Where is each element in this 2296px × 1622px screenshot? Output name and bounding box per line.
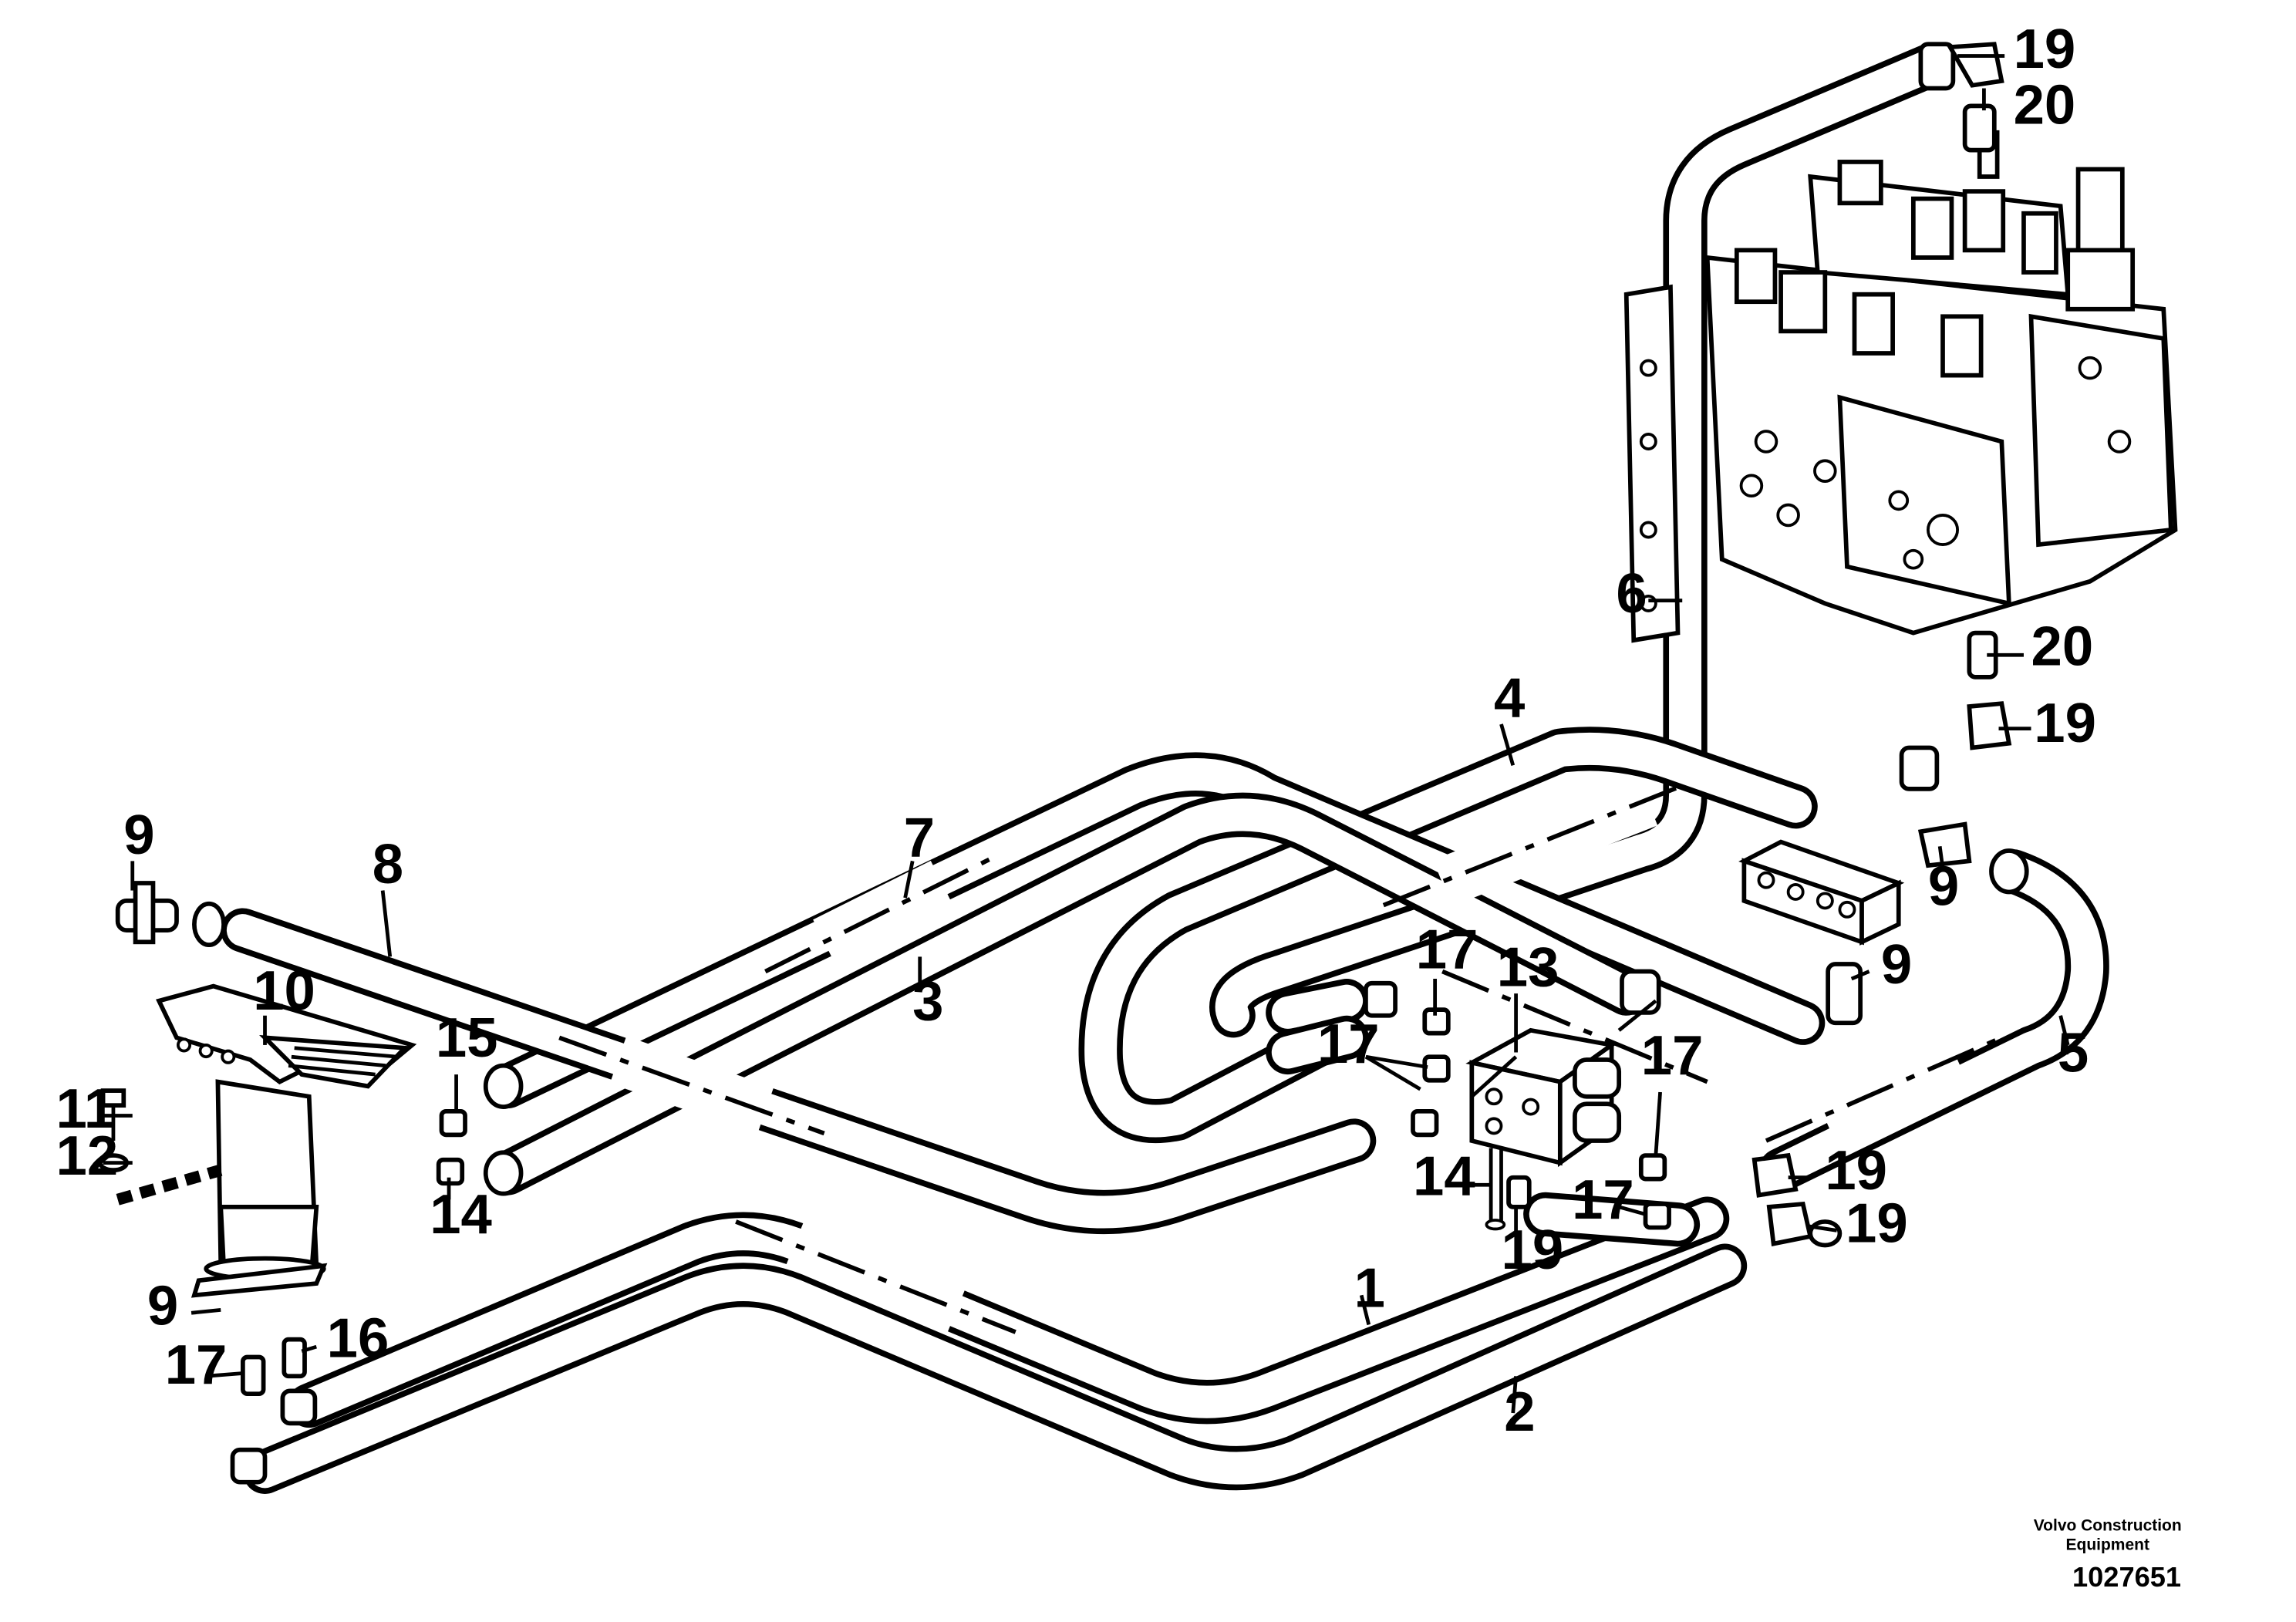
callout-19-right-lower: 19 (1846, 1192, 1908, 1255)
callout-2: 2 (1504, 1381, 1535, 1443)
callout-6: 6 (1616, 562, 1647, 625)
callout-14: 13 (1497, 936, 1559, 999)
drawing-number: 1027651 (2072, 1561, 2181, 1593)
callout-17-pedal-right: 16 (327, 1307, 389, 1369)
callout-17-manifold-right: 17 (1641, 1024, 1704, 1087)
callout-1: 1 (1354, 1257, 1385, 1320)
hose-5 (1758, 849, 2109, 1192)
callout-17-manifold-left: 17 (1317, 1013, 1380, 1075)
hose-7 (485, 752, 1826, 1108)
hose-4 (1078, 727, 1818, 1144)
distribution-block (1738, 839, 1905, 946)
control-valve-block (1623, 130, 2178, 643)
hose-3 (485, 792, 1649, 1195)
break-lines (558, 778, 2003, 1334)
hose-2 (242, 1243, 1748, 1494)
callout-9-right: 9 (1928, 855, 1959, 918)
bolt-washer (97, 1088, 223, 1206)
callout-19-right-upper: 19 (1825, 1139, 1887, 1202)
callout-19-mid: 19 (2034, 692, 2096, 754)
hose-8 (221, 908, 1377, 1235)
callout-19-top: 19 (2014, 18, 2076, 80)
hose-group (221, 44, 2109, 1494)
callout-11: 9 (147, 1275, 178, 1337)
callout-5: 5 (2058, 1021, 2089, 1084)
callout-7: 7 (904, 807, 935, 869)
callout-12: 11 (56, 1077, 116, 1140)
callout-9-right-low: 9 (1881, 933, 1912, 996)
title-block: Volvo Construction Equipment 1027651 (2034, 1517, 2182, 1593)
callout-13: 12 (56, 1125, 119, 1187)
callout-8: 8 (373, 833, 403, 895)
pedal-assembly (156, 983, 417, 1298)
callout-16: 14 (430, 1183, 492, 1246)
callout-17-manifold-top: 17 (1416, 919, 1478, 981)
callout-17-pedal-top: 15 (436, 1007, 498, 1069)
manifold-block (1465, 1027, 1622, 1231)
hose-1 (287, 1196, 1730, 1428)
callout-17-manifold-low: 17 (1572, 1168, 1634, 1231)
callout-18: 19 (1502, 1219, 1564, 1281)
callout-3: 3 (912, 969, 943, 1032)
callout-9-left: 9 (123, 804, 154, 866)
callout-labels: 19 20 20 19 6 4 7 3 8 9 10 11 12 15 14 9… (56, 18, 2096, 1443)
hose-6 (1209, 44, 1950, 1038)
brand-line-2: Equipment (2066, 1536, 2149, 1553)
callout-10: 10 (253, 959, 315, 1022)
pedal-tread-pattern (288, 1046, 398, 1077)
leader-lines (103, 54, 2070, 1414)
callout-17-pedal-left: 17 (165, 1334, 228, 1396)
callout-20-mid: 20 (2031, 615, 2094, 678)
callout-15: 14 (1413, 1145, 1475, 1208)
callout-20-top: 20 (2014, 73, 2076, 136)
brand-line-1: Volvo Construction (2034, 1517, 2182, 1535)
callout-4: 4 (1494, 666, 1525, 729)
